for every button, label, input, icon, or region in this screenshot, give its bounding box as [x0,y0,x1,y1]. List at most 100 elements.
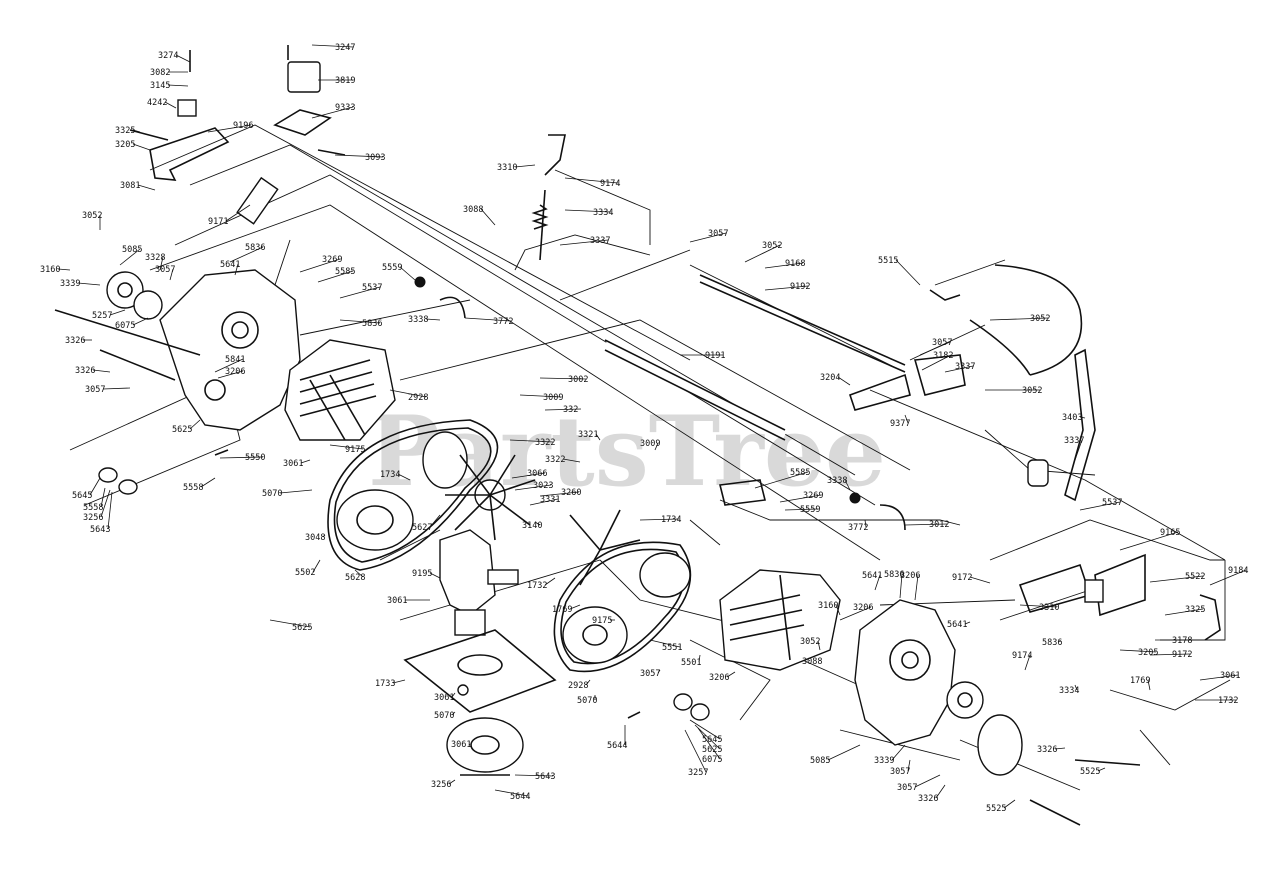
leader-line [907,759,911,772]
leader-line [519,394,562,398]
part-number-callout: 3334 [593,208,613,218]
part-number-callout: 3256 [431,780,451,790]
leader-line [200,477,216,488]
leader-line [57,268,71,271]
part-number-callout: 3066 [527,469,547,479]
part-number-callout: 3088 [463,205,483,215]
part-number-callout: 3337 [590,236,610,246]
part-number-callout: 3160 [818,601,838,611]
part-number-callout: 5643 [90,525,110,535]
leader-line [817,640,821,651]
leader-line [279,489,313,494]
part-number-callout: 5501 [681,658,701,668]
part-number-callout: 3061 [283,459,303,469]
leader-line [1079,501,1121,511]
leader-line [914,774,941,788]
leader-line [392,679,406,684]
part-number-callout: 3057 [155,265,175,275]
part-number-callout: 3145 [150,81,170,91]
part-number-callout: 3205 [115,140,135,150]
part-callouts: 3274308231454242332532053081324738199333… [40,43,1248,814]
part-number-callout: 5644 [510,792,530,802]
part-number-callout: 4242 [147,98,167,108]
leader-line [564,177,619,184]
left-transmission-housing [54,269,301,431]
part-number-callout: 3182 [933,351,953,361]
part-number-callout: 3772 [848,523,868,533]
leader-line [100,489,111,518]
leader-line [468,743,471,746]
part-number-callout: 3338 [408,315,428,325]
part-number-callout: 5085 [122,245,142,255]
leader-line [132,129,141,133]
leader-line [214,358,244,373]
part-number-callout: 3023 [533,481,553,491]
leader-line [1199,674,1239,681]
leader-line [904,414,909,424]
part-number-callout: 5550 [245,453,265,463]
leader-line [339,319,381,324]
part-number-callout: 6075 [115,321,135,331]
right-bracket [1018,553,1221,641]
part-number-callout: 1734 [380,470,400,480]
leader-line [754,471,809,489]
part-number-callout: 3322 [545,455,565,465]
leader-line [234,263,239,276]
part-number-callout: 3819 [335,76,355,86]
leader-line [480,208,496,226]
part-number-callout: 3082 [150,68,170,78]
part-number-callout: 9192 [790,282,810,292]
part-number-callout: 5070 [577,696,597,706]
part-number-callout: 3081 [120,181,140,191]
part-number-callout: 3052 [82,211,102,221]
part-number-callout: 3057 [932,338,952,348]
part-number-callout: 9191 [705,351,725,361]
part-number-callout: 3326 [65,336,85,346]
part-number-callout: 5645 [72,491,92,501]
part-number-callout: 332 [563,405,578,415]
part-number-callout: 3057 [897,783,917,793]
part-number-callout: 3310 [497,163,517,173]
leader-line [189,419,201,430]
part-number-callout: 1769 [1130,676,1150,686]
leader-line [159,256,164,271]
leader-line [874,574,881,591]
part-number-callout: 3322 [535,438,555,448]
control-bracket-upper-left [129,50,230,181]
part-number-callout: 9171 [208,217,228,227]
part-number-callout: 3334 [1059,686,1079,696]
leader-line [827,744,861,761]
leader-line [354,569,364,578]
part-number-callout: 5641 [220,260,240,270]
part-number-callout: 5085 [810,756,830,766]
spacer-tube [236,176,279,225]
part-number-callout: 3256 [83,513,103,523]
leader-line [764,285,809,291]
part-number-callout: 3205 [1138,648,1158,658]
leader-line [1149,653,1191,656]
leader-line [451,692,456,698]
leader-line [657,669,661,674]
part-number-callout: 5625 [172,425,192,435]
part-number-callout: 9196 [233,121,253,131]
leader-line [511,472,546,479]
leader-line [864,519,867,528]
leader-line [1003,799,1016,809]
leader-line [919,341,951,356]
leader-line [921,354,952,371]
leader-line [779,494,822,503]
leader-line [311,44,354,48]
leader-line [585,679,591,686]
part-number-callout: 5070 [262,489,282,499]
part-number-callout: 5628 [345,573,365,583]
part-number-callout: 3325 [115,126,135,136]
part-number-callout: 9174 [600,179,620,189]
leader-line [311,106,354,119]
leader-line [689,719,721,740]
part-number-callout: 3337 [1064,436,1084,446]
part-number-callout: 9174 [1012,651,1032,661]
right-hydro-pump [719,479,906,671]
leader-line [835,604,841,616]
part-number-callout: 3057 [890,767,910,777]
